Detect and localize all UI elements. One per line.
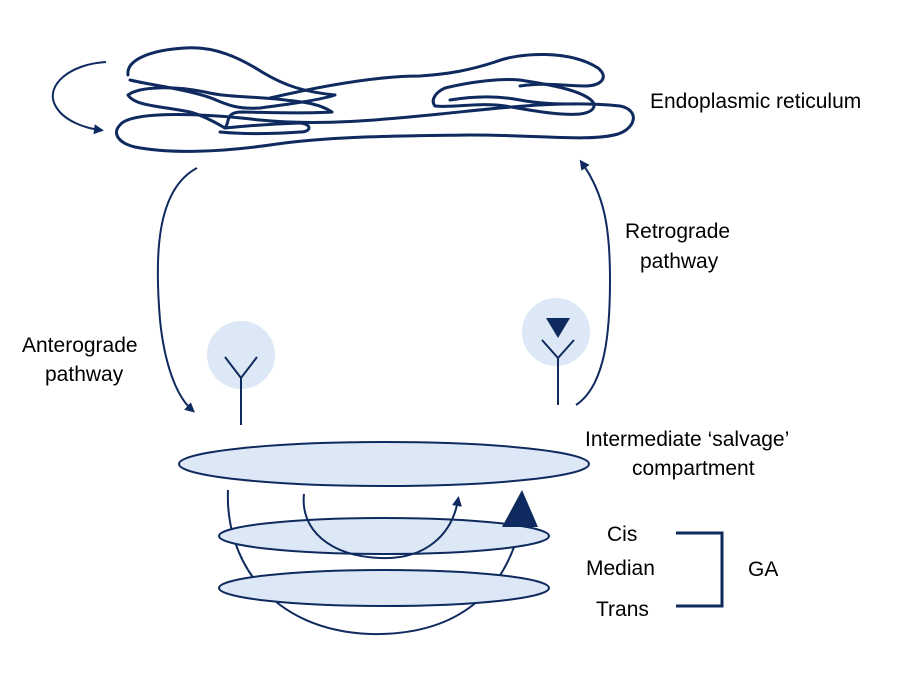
anterograde-label-line2: pathway	[45, 363, 124, 386]
intermediate-compartment-disc	[178, 441, 590, 487]
right-receptor-icon	[541, 339, 575, 405]
left-receptor-icon	[224, 356, 258, 425]
median-cisterna-disc	[218, 569, 550, 607]
ligand-triangle-icon	[546, 318, 570, 338]
anterograde-label-line1: Anterograde	[22, 334, 138, 357]
retrograde-label-line1: Retrograde	[625, 220, 730, 243]
retrograde-label-line2: pathway	[640, 250, 719, 273]
retrograde-arrow	[575, 159, 612, 406]
left-receptor-bubble	[207, 321, 275, 389]
er-recycle-arrow	[52, 61, 107, 135]
trans-label: Trans	[596, 598, 649, 621]
er-label: Endoplasmic reticulum	[650, 90, 861, 113]
trans-recycle-arrow	[226, 489, 521, 636]
anterograde-arrow	[156, 167, 198, 413]
cis-cisterna-disc	[218, 517, 550, 555]
ga-label: GA	[748, 558, 778, 581]
trans-recycle-arrowhead	[502, 490, 538, 527]
cis-recycle-arrow	[302, 493, 462, 560]
ga-bracket	[676, 531, 724, 608]
intermediate-label-line2: compartment	[632, 457, 755, 480]
endoplasmic-reticulum-shape	[115, 46, 635, 153]
median-label: Median	[586, 557, 655, 580]
intermediate-label-line1: Intermediate ‘salvage’	[585, 428, 789, 451]
cis-label: Cis	[607, 523, 637, 546]
